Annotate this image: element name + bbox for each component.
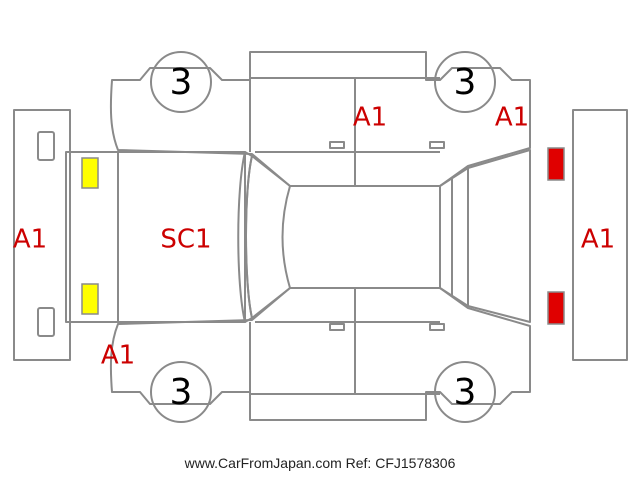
lower-front-handle bbox=[329, 323, 345, 331]
damage-label-rear-bumper: A1 bbox=[581, 225, 615, 255]
taillight-bottom bbox=[547, 291, 565, 325]
headlight-bottom bbox=[81, 283, 99, 315]
upper-front-handle bbox=[329, 141, 345, 149]
damage-label-lower-front-fender: A1 bbox=[101, 341, 135, 371]
wheel-front-right bbox=[150, 361, 212, 423]
damage-label-front-bumper: A1 bbox=[13, 225, 47, 255]
wheel-label-rear-left: 3 bbox=[170, 372, 193, 413]
watermark-text: www.CarFromJapan.com Ref: CFJ1578306 bbox=[184, 455, 456, 471]
lower-rear-handle bbox=[429, 323, 445, 331]
car-outline bbox=[13, 51, 628, 423]
wheel-label-rear-right: 3 bbox=[454, 372, 477, 413]
front-bumper-slot-top bbox=[37, 131, 55, 161]
front-bumper-outline bbox=[13, 109, 71, 361]
front-bumper-slot-bottom bbox=[37, 307, 55, 337]
damage-labels: SC1 A1 A1 A1 A1 A1 bbox=[13, 103, 615, 371]
damage-label-upper-rear-fender: A1 bbox=[495, 103, 529, 133]
wheel-label-front-left: 3 bbox=[170, 62, 193, 103]
roof-panel bbox=[281, 185, 291, 289]
rear-bumper-outline bbox=[572, 109, 628, 361]
headlight-top bbox=[81, 157, 99, 189]
damage-label-roof: SC1 bbox=[160, 225, 211, 255]
damage-label-upper-door: A1 bbox=[353, 103, 387, 133]
wheel-label-front-right: 3 bbox=[454, 62, 477, 103]
wheel-front-left bbox=[150, 51, 212, 113]
wheel-rear-right bbox=[434, 361, 496, 423]
upper-rear-handle bbox=[429, 141, 445, 149]
roof-outline bbox=[245, 155, 469, 319]
wheel-labels: 3 3 3 3 bbox=[170, 62, 477, 413]
taillight-top bbox=[547, 147, 565, 181]
tailgate-outline bbox=[467, 149, 531, 323]
wheel-rear-left bbox=[434, 51, 496, 113]
